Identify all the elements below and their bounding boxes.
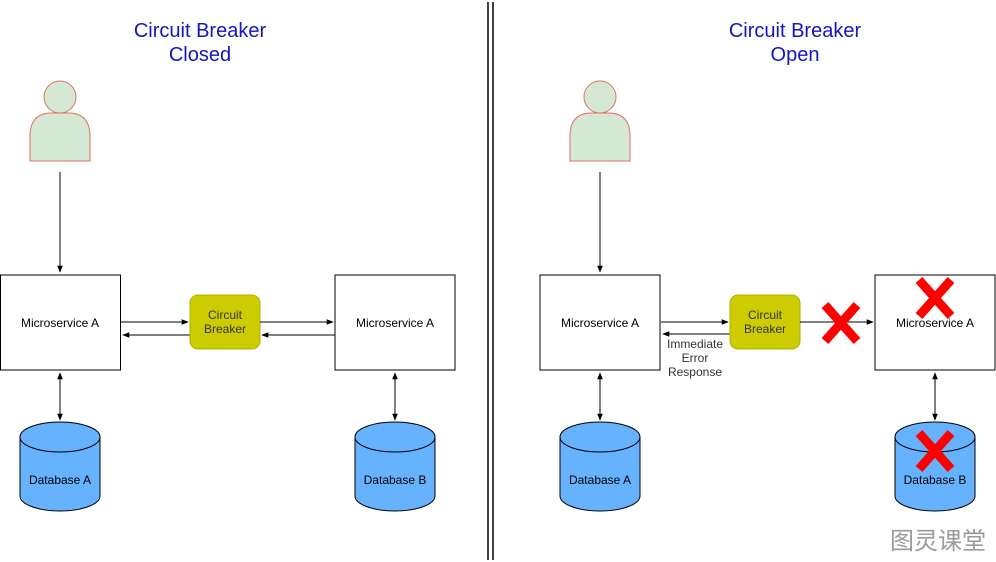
database-cylinder-left: Database A (559, 421, 641, 512)
panel-divider (487, 2, 494, 560)
breaker-label-line1: Circuit (748, 308, 783, 322)
title-open-line1: Circuit Breaker (729, 20, 862, 42)
error-note-line1: Immediate (667, 337, 723, 351)
person-icon (569, 80, 631, 162)
database-cylinder-right: Database B (894, 421, 976, 512)
microservice-box-left: Microservice A (0, 274, 121, 371)
database-label: Database B (364, 473, 427, 487)
title-closed-line1: Circuit Breaker (134, 20, 267, 42)
microservice-box-left: Microservice A (539, 274, 661, 371)
database-label: Database A (569, 473, 631, 487)
title-closed-line2: Closed (169, 44, 231, 66)
x-mark-icon (915, 277, 955, 319)
watermark-text: 图灵课堂 (890, 527, 986, 555)
microservice-label: Microservice A (21, 316, 99, 330)
microservice-label: Microservice A (356, 316, 434, 330)
microservice-label: Microservice A (896, 316, 974, 330)
microservice-box-right: Microservice A (874, 274, 996, 371)
microservice-label: Microservice A (561, 316, 639, 330)
error-note-line2: Error (682, 351, 709, 365)
x-mark-icon (821, 302, 861, 344)
database-label: Database B (904, 473, 967, 487)
error-note-line3: Response (668, 365, 722, 379)
circuit-breaker-box: Circuit Breaker (189, 294, 261, 350)
panel-closed: Circuit Breaker Closed Microservice A Ci… (0, 20, 456, 512)
database-cylinder-right: Database B (354, 421, 436, 512)
database-label: Database A (29, 473, 91, 487)
breaker-label-line1: Circuit (208, 308, 243, 322)
x-mark-icon (915, 430, 955, 472)
breaker-label-line2: Breaker (204, 322, 246, 336)
database-cylinder-left: Database A (19, 421, 101, 512)
panel-open: Circuit Breaker Open Microservice A Imme… (539, 20, 996, 512)
circuit-breaker-box: Circuit Breaker (729, 294, 801, 350)
microservice-box-right: Microservice A (334, 274, 456, 371)
title-open-line2: Open (771, 44, 820, 66)
person-icon (29, 80, 91, 162)
breaker-label-line2: Breaker (744, 322, 786, 336)
